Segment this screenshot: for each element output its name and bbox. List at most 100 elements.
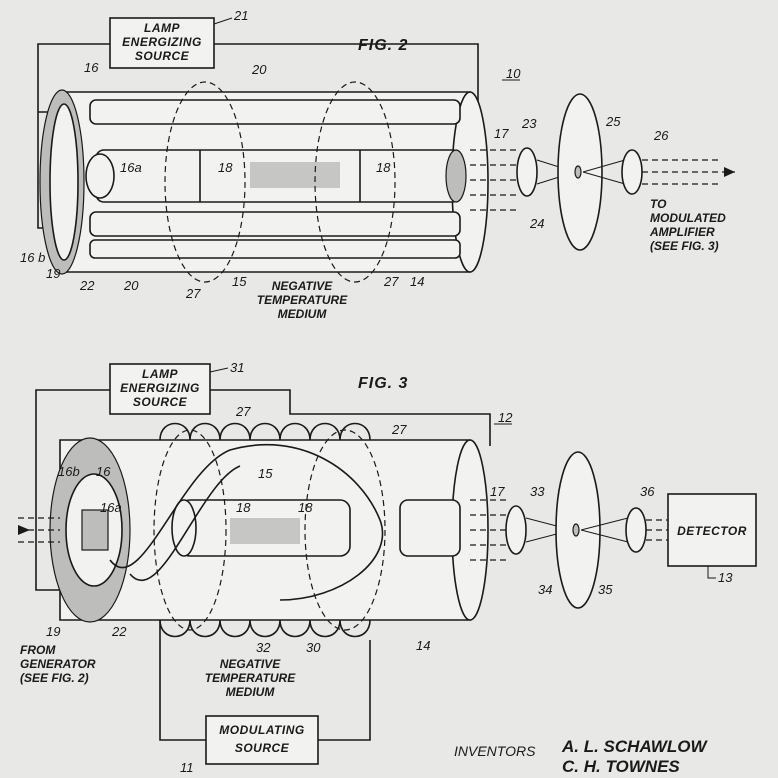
fig3-ref-14: 14 [416,638,430,653]
fig3-ref-16a: 16a [100,500,122,515]
fig2-lamp-tube-lower [90,240,460,258]
fig3-rod-end-16a [82,510,108,550]
fig3-mod-wire-right [318,640,370,740]
fig2-lamp-label-3: SOURCE [135,49,190,63]
fig2-ref-20b: 20 [123,278,139,293]
fig3-ref-16: 16 [96,464,111,479]
inventor-name-2: C. H. TOWNES [562,757,680,776]
fig2-medium-label-3: MEDIUM [278,307,328,321]
fig3-mod-label-2: SOURCE [235,741,290,755]
fig2-ref-27a: 27 [185,286,201,301]
fig3-ref-13: 13 [718,570,733,585]
fig2-rod-end-16a [86,154,114,198]
fig3-diagram: FIG. 3 LAMP ENERGIZING SOURCE 31 [18,360,756,775]
fig3-ref-11: 11 [180,760,194,775]
fig2-end-plate [50,104,78,260]
fig3-lens-36 [626,508,646,552]
fig2-lamp-tube-top [90,100,460,124]
fig3-medium-stipple [230,518,300,544]
fig3-ref-33: 33 [530,484,545,499]
fig3-ref-19: 19 [46,624,60,639]
fig2-ref-24: 24 [529,216,544,231]
fig3-ref-17: 17 [490,484,505,499]
fig3-lamp-label-3: SOURCE [133,395,188,409]
fig2-ref-lamp: 21 [233,8,248,23]
fig2-output-label-3: AMPLIFIER [649,225,715,239]
fig3-ref-35: 35 [598,582,613,597]
fig2-ref-15: 15 [232,274,247,289]
fig2-ref-assembly: 10 [506,66,521,81]
fig3-title: FIG. 3 [358,375,408,392]
fig2-beam-out [642,160,735,184]
fig3-input-arrow [18,525,30,535]
fig2-ref-16a: 16a [120,160,142,175]
fig2-lamp-tube-bottom [90,212,460,236]
fig3-ref-34: 34 [538,582,552,597]
fig2-ref-18a: 18 [218,160,233,175]
fig2-title: FIG. 2 [358,37,408,54]
fig3-ref-36: 36 [640,484,655,499]
fig2-ref-20a: 20 [251,62,267,77]
fig3-ref-assembly: 12 [498,410,513,425]
inventor-name-1: A. L. SCHAWLOW [561,737,708,756]
fig2-lamp-label-1: LAMP [144,21,180,35]
fig3-beam-out [646,520,668,540]
inventors-block: INVENTORS A. L. SCHAWLOW C. H. TOWNES [454,737,708,776]
fig2-ref-14: 14 [410,274,424,289]
fig3-ref-lamp: 31 [230,360,244,375]
fig3-medium-label-1: NEGATIVE [220,657,281,671]
fig3-ref-27a: 27 [235,404,251,419]
fig3-input-label-2: GENERATOR [20,657,96,671]
fig2-output-label-2: MODULATED [650,211,726,225]
fig2-lamp-label-2: ENERGIZING [122,35,202,49]
fig3-detector-label: DETECTOR [677,524,747,538]
fig2-output-arrow [724,167,735,177]
fig3-mod-label-1: MODULATING [219,723,304,737]
fig2-lens-26 [622,150,642,194]
fig2-ref-22: 22 [79,278,95,293]
fig2-ref-26: 26 [653,128,669,143]
fig3-wire-right [210,390,490,446]
fig3-ref-18b: 18 [298,500,313,515]
fig3-input-label-1: FROM [20,643,56,657]
fig3-ref-22: 22 [111,624,127,639]
fig3-ref-32: 32 [256,640,271,655]
fig2-ref-25: 25 [605,114,621,129]
fig3-input-label-3: (SEE FIG. 2) [20,671,89,685]
fig3-ref-18a: 18 [236,500,251,515]
fig3-lens-33 [506,506,526,554]
fig3-lamp-label-1: LAMP [142,367,178,381]
fig2-ref-16: 16 [84,60,99,75]
fig2-ref-23: 23 [521,116,537,131]
fig2-pinhole-24 [575,166,581,178]
fig3-pinhole-34 [573,524,579,536]
fig2-output-label-4: (SEE FIG. 3) [650,239,719,253]
fig2-medium-stipple [250,162,340,188]
fig3-lamp-leader [210,368,228,372]
fig3-medium-label-3: MEDIUM [226,685,276,699]
fig3-mod-wire-left [160,620,206,740]
fig2-ref-17: 17 [494,126,509,141]
fig3-detector-leader [708,566,716,578]
fig2-diagram: FIG. 2 LAMP ENERGIZING SOURCE 21 [20,8,735,321]
fig3-ref-30: 30 [306,640,321,655]
fig3-ref-15: 15 [258,466,273,481]
fig2-lamp-leader [214,18,232,24]
fig2-lens-23 [517,148,537,196]
fig3-ref-27b: 27 [391,422,407,437]
fig2-ref-27b: 27 [383,274,399,289]
fig2-output-label-1: TO [650,197,667,211]
fig2-ref-19: 19 [46,266,60,281]
fig3-ref-16b: 16b [58,464,80,479]
fig3-rod-segment-14 [400,500,460,556]
fig3-medium-label-2: TEMPERATURE [205,671,296,685]
fig3-coil-top [160,424,370,441]
inventors-label: INVENTORS [454,743,536,759]
fig2-ref-18b: 18 [376,160,391,175]
fig2-medium-label-2: TEMPERATURE [257,293,348,307]
fig2-ref-16b: 16 b [20,250,45,265]
fig2-rod-end-17 [446,150,466,202]
fig3-lamp-label-2: ENERGIZING [120,381,200,395]
fig2-medium-label-1: NEGATIVE [272,279,333,293]
